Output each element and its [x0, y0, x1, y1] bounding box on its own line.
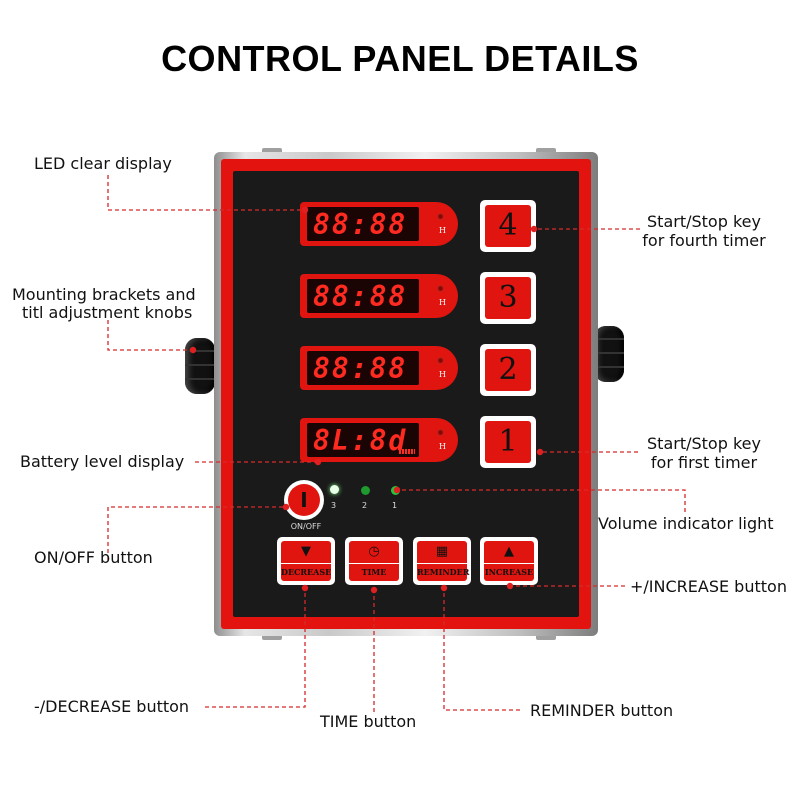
page-title: CONTROL PANEL DETAILS — [161, 38, 639, 79]
reminder-button[interactable]: ▦ REMINDER — [413, 537, 471, 585]
clock-icon: ◷ — [349, 541, 399, 563]
battery-level-bars — [399, 449, 415, 454]
start-stop-key-1[interactable]: 1 — [480, 416, 536, 468]
callout-first-line1: Start/Stop key — [647, 434, 761, 453]
timer-display-2: 88:88 H — [300, 346, 458, 390]
led-screen: 88:88 — [307, 351, 419, 385]
hour-indicator-label: H — [439, 370, 446, 379]
timer-display-1: 8L:8d H — [300, 418, 458, 462]
onoff-label: ON/OFF — [290, 522, 322, 531]
led-screen: 88:88 — [307, 279, 419, 313]
callout-onoff: ON/OFF button — [34, 548, 153, 567]
led-digits: 8L:8d — [313, 424, 408, 457]
led-screen: 88:88 — [307, 207, 419, 241]
reminder-label: REMINDER — [417, 564, 469, 581]
start-stop-key-3[interactable]: 3 — [480, 272, 536, 324]
left-adjustment-knob[interactable] — [185, 338, 215, 394]
key-number: 1 — [485, 421, 531, 463]
callout-first-line2: for first timer — [650, 453, 758, 472]
timer-device: 88:88 H 88:88 H 88:88 H 8L:8d H 4 3 2 — [214, 152, 598, 636]
led-digits: 88:88 — [313, 208, 408, 241]
power-icon: I — [288, 484, 320, 516]
callout-time: TIME button — [320, 712, 417, 731]
increase-label: INCREASE — [484, 564, 534, 581]
hour-indicator-label: H — [439, 298, 446, 307]
callout-mounting-line1: Mounting brackets and — [12, 285, 196, 304]
time-label: TIME — [349, 564, 399, 581]
hour-indicator-led — [437, 357, 444, 364]
callout-fourth-line2: for fourth timer — [642, 231, 766, 250]
hour-indicator-led — [437, 213, 444, 220]
volume-label-2: 2 — [362, 501, 368, 510]
volume-led-3 — [330, 485, 339, 494]
mounting-tab — [536, 148, 556, 154]
callout-decrease: -/DECREASE button — [34, 697, 190, 716]
callout-led-display: LED clear display — [34, 154, 172, 173]
decrease-button[interactable]: ▼ DECREASE — [277, 537, 335, 585]
decrease-label: DECREASE — [281, 564, 331, 581]
right-adjustment-knob[interactable] — [594, 326, 624, 382]
timer-display-3: 88:88 H — [300, 274, 458, 318]
volume-label-3: 3 — [331, 501, 337, 510]
callout-reminder: REMINDER button — [530, 701, 674, 720]
timer-display-4: 88:88 H — [300, 202, 458, 246]
basket-icon: ▦ — [417, 541, 467, 563]
callout-fourth-line1: Start/Stop key — [647, 212, 761, 231]
key-number: 3 — [485, 277, 531, 319]
volume-led-2 — [361, 486, 370, 495]
callout-battery: Battery level display — [20, 452, 185, 471]
key-number: 4 — [485, 205, 531, 247]
onoff-button[interactable]: I — [284, 480, 324, 520]
led-screen: 8L:8d — [307, 423, 419, 457]
led-digits: 88:88 — [313, 352, 408, 385]
time-button[interactable]: ◷ TIME — [345, 537, 403, 585]
start-stop-key-2[interactable]: 2 — [480, 344, 536, 396]
mounting-tab — [262, 148, 282, 154]
led-digits: 88:88 — [313, 280, 408, 313]
mounting-tab — [536, 634, 556, 640]
hour-indicator-label: H — [439, 442, 446, 451]
callout-volume: Volume indicator light — [598, 514, 774, 533]
volume-label-1: 1 — [392, 501, 398, 510]
volume-led-1 — [391, 486, 400, 495]
callout-increase: +/INCREASE button — [630, 577, 787, 596]
hour-indicator-label: H — [439, 226, 446, 235]
increase-button[interactable]: ▲ INCREASE — [480, 537, 538, 585]
start-stop-key-4[interactable]: 4 — [480, 200, 536, 252]
hour-indicator-led — [437, 285, 444, 292]
hour-indicator-led — [437, 429, 444, 436]
up-arrow-icon: ▲ — [484, 541, 534, 563]
callout-mounting-line2: titl adjustment knobs — [22, 303, 193, 322]
key-number: 2 — [485, 349, 531, 391]
down-arrow-icon: ▼ — [281, 541, 331, 563]
